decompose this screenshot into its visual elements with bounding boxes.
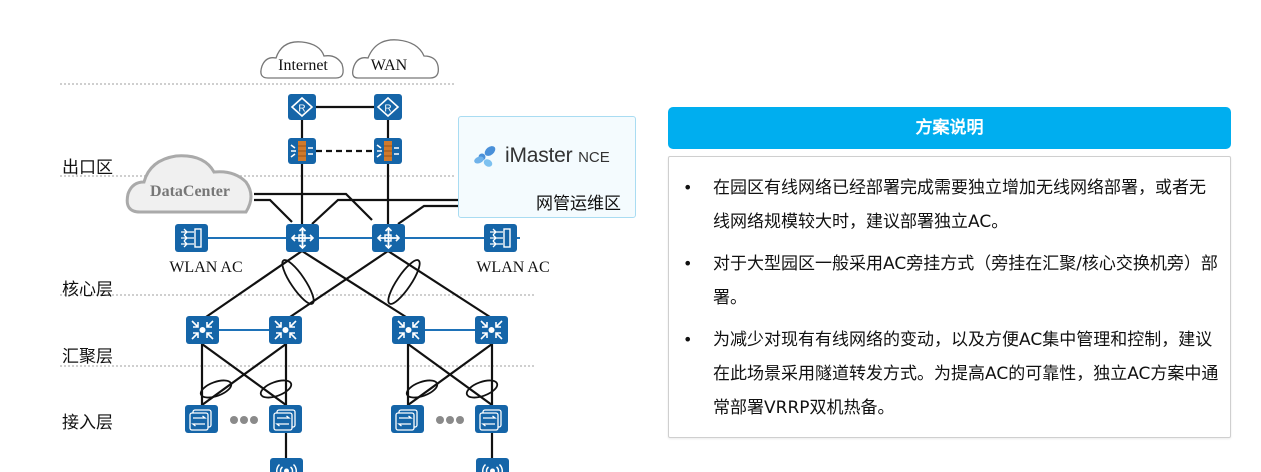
access-point-icon[interactable] [269, 457, 304, 472]
access-switch-icon[interactable] [184, 404, 219, 434]
datacenter-label: DataCenter [150, 183, 230, 200]
internet-label: Internet [278, 57, 328, 74]
access-switch-icon[interactable] [474, 404, 509, 434]
trunk-ellipse [281, 259, 315, 305]
access-switch-icon[interactable] [390, 404, 425, 434]
zone-label-core: 核心层 [62, 280, 113, 300]
datacenter-cloud: DataCenter [125, 154, 253, 214]
more-devices-ellipsis-icon [230, 416, 464, 424]
management-zone-label: 网管运维区 [536, 194, 621, 214]
link-dc-core-right [254, 192, 373, 221]
solution-description-panel: 方案说明 • 在园区有线网络已经部署完成需要独立增加无线网络部署，或者无线网络规… [668, 107, 1231, 438]
link-core-r-agg-4 [387, 250, 491, 318]
bullet-icon: • [683, 330, 693, 349]
list-item: • 为减少对现有有线网络的变动，以及方便AC集中管理和控制，建议在此场景采用隧道… [679, 323, 1220, 425]
panel-title: 方案说明 [668, 107, 1231, 149]
router-icon[interactable] [287, 93, 317, 121]
link-core-r-agg-2 [289, 250, 389, 318]
core-switch-icon[interactable] [371, 223, 406, 253]
trunk-ellipse [199, 379, 233, 399]
aggregation-switch-icon[interactable] [268, 315, 303, 345]
firewall-icon[interactable] [287, 137, 317, 165]
blue-links [208, 237, 520, 331]
link-aggregation-markers [199, 259, 499, 399]
trunk-ellipse [465, 379, 499, 399]
internet-cloud: Internet [260, 41, 344, 79]
wlan-ac-label-left: WLAN AC [169, 259, 242, 276]
aggregation-switch-icon[interactable] [474, 315, 509, 345]
access-point-icon[interactable] [475, 457, 510, 472]
list-item: • 在园区有线网络已经部署完成需要独立增加无线网络部署，或者无线网络规模较大时，… [679, 171, 1220, 239]
links [200, 105, 494, 460]
aggregation-switch-icon[interactable] [185, 315, 220, 345]
wan-cloud: WAN [352, 39, 439, 79]
bullet-icon: • [683, 254, 693, 273]
product-name: iMaster [505, 144, 573, 167]
list-item-text: 在园区有线网络已经部署完成需要独立增加无线网络部署，或者无线网络规模较大时，建议… [713, 178, 1206, 232]
imaster-nce-logo-icon [474, 146, 496, 167]
zone-label-access: 接入层 [62, 413, 113, 433]
firewall-icon[interactable] [373, 137, 403, 165]
link-dc-core-left [254, 198, 293, 223]
link-nce-core-left [311, 198, 458, 225]
imaster-nce-title: iMaster NCE [505, 144, 610, 168]
wlan-ac-icon[interactable] [174, 223, 209, 253]
aggregation-switch-icon[interactable] [391, 315, 426, 345]
zone-label-exit: 出口区 [62, 158, 113, 178]
trunk-ellipse [259, 379, 293, 399]
list-item: • 对于大型园区一般采用AC旁挂方式（旁挂在汇聚/核心交换机旁）部署。 [679, 247, 1220, 315]
zone-label-aggregation: 汇聚层 [62, 347, 113, 367]
link-core-l-agg-3 [301, 250, 407, 318]
router-icon[interactable] [373, 93, 403, 121]
bullet-icon: • [683, 178, 693, 197]
access-switch-icon[interactable] [268, 404, 303, 434]
panel-body: • 在园区有线网络已经部署完成需要独立增加无线网络部署，或者无线网络规模较大时，… [668, 156, 1231, 438]
trunk-ellipse [387, 259, 421, 305]
link-core-l-agg-1 [205, 250, 303, 318]
core-switch-icon[interactable] [285, 223, 320, 253]
list-item-text: 对于大型园区一般采用AC旁挂方式（旁挂在汇聚/核心交换机旁）部署。 [713, 254, 1218, 308]
trunk-ellipse [405, 379, 439, 399]
management-zone-box[interactable]: iMaster NCE 网管运维区 [458, 116, 636, 218]
wlan-ac-icon[interactable] [483, 223, 518, 253]
wlan-ac-label-right: WLAN AC [476, 259, 549, 276]
product-suffix: NCE [578, 149, 610, 166]
list-item-text: 为减少对现有有线网络的变动，以及方便AC集中管理和控制，建议在此场景采用隧道转发… [713, 330, 1219, 418]
wan-label: WAN [371, 57, 408, 74]
link-nce-core-right [397, 204, 458, 225]
network-topology-diagram: R [60, 39, 636, 472]
